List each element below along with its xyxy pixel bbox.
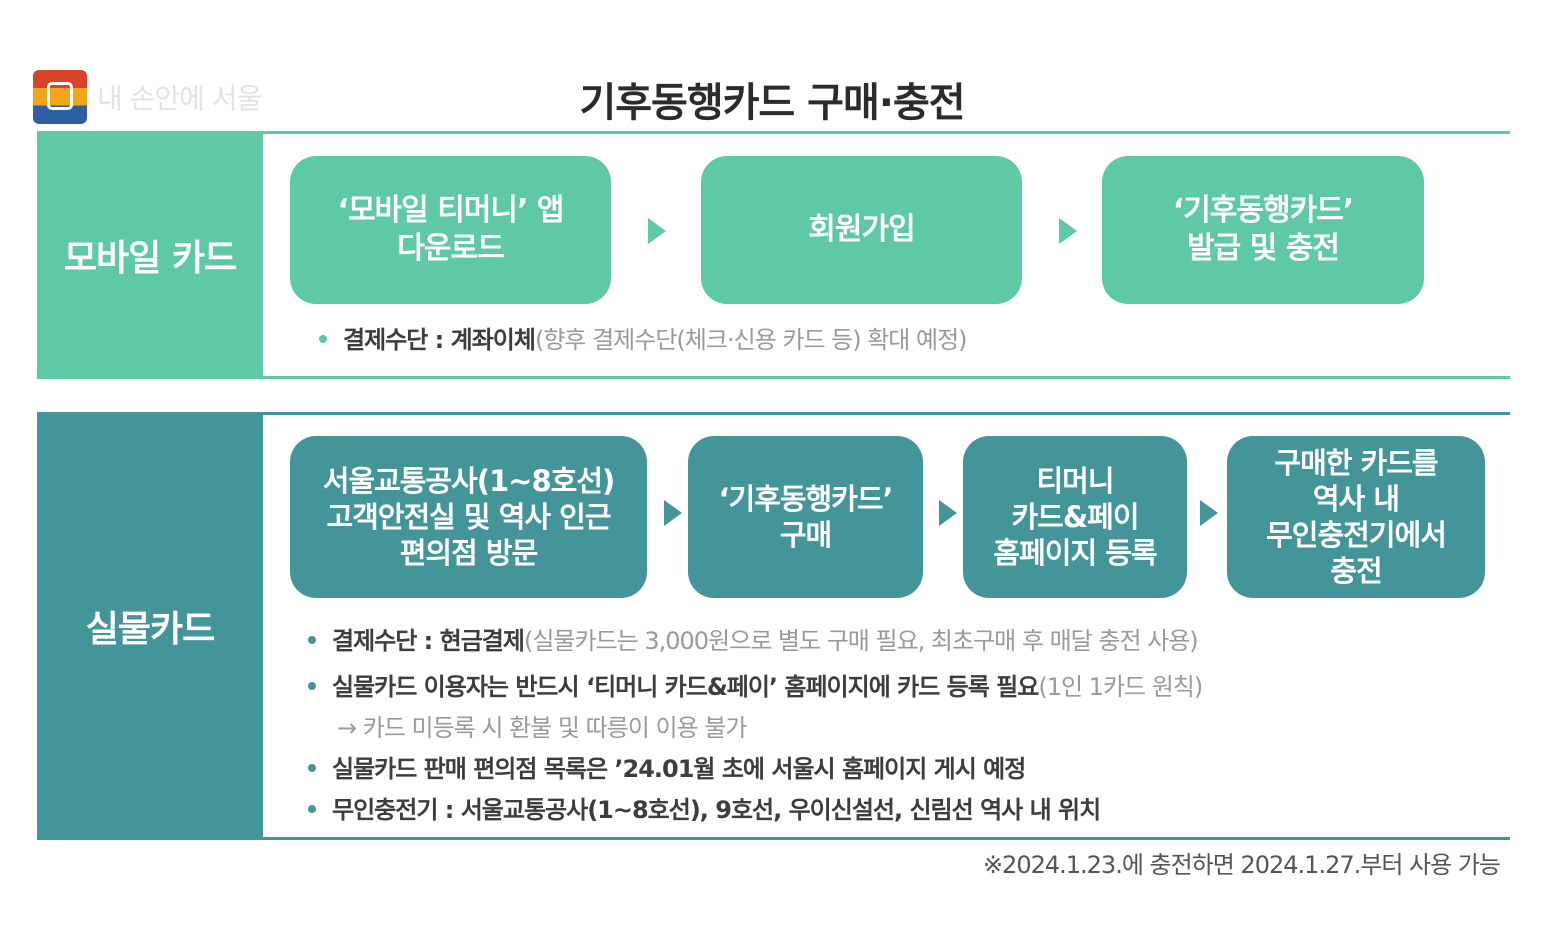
note-bold: 결제수단 : 현금결제 (332, 627, 525, 655)
physical-card-label: 실물카드 (37, 415, 263, 837)
footnote: ※2024.1.23.에 충전하면 2024.1.27.부터 사용 가능 (982, 851, 1501, 879)
payment-note: 결제수단 : 계좌이체(향후 결제수단(체크·신용 카드 등) 확대 예정) (319, 320, 968, 355)
bullet-icon (308, 636, 316, 644)
arrow-right-icon (1059, 218, 1077, 244)
note-bold: 결제수단 : 계좌이체 (343, 326, 536, 354)
physical-card-section: 실물카드 서울교통공사(1~8호선) 고객안전실 및 역사 인근 편의점 방문 … (37, 412, 1510, 840)
bullet-note: 무인충전기 : 서울교통공사(1~8호선), 9호선, 우이신설선, 신림선 역… (308, 790, 1101, 825)
note-bold: 실물카드 이용자는 반드시 ‘티머니 카드&페이’ 홈페이지에 카드 등록 필요 (332, 673, 1039, 701)
step-register-card: 티머니 카드&페이 홈페이지 등록 (963, 436, 1187, 598)
bullet-icon (308, 805, 316, 813)
mobile-card-section: 모바일 카드 ‘모바일 티머니’ 앱 다운로드 회원가입 ‘기후동행카드’ 발급… (37, 131, 1510, 379)
note-bold: 무인충전기 : 서울교통공사(1~8호선), 9호선, 우이신설선, 신림선 역… (332, 796, 1101, 824)
note-light: (1인 1카드 원칙) (1038, 673, 1203, 701)
seoul-logo-icon (33, 70, 87, 124)
sub-note: → 카드 미등록 시 환불 및 따릉이 이용 불가 (337, 714, 747, 742)
logo-text: 내 손안에 서울 (97, 82, 262, 115)
mobile-card-label: 모바일 카드 (37, 134, 263, 376)
bullet-note: 실물카드 판매 편의점 목록은 ’24.01월 초에 서울시 홈페이지 게시 예… (308, 749, 1026, 784)
step-issue-charge: ‘기후동행카드’ 발급 및 충전 (1102, 156, 1424, 304)
bullet-note: 결제수단 : 현금결제(실물카드는 3,000원으로 별도 구매 필요, 최초구… (308, 621, 1199, 656)
bullet-icon (308, 682, 316, 690)
note-light: (실물카드는 3,000원으로 별도 구매 필요, 최초구매 후 매달 충전 사… (523, 627, 1199, 655)
arrow-right-icon (664, 500, 682, 526)
arrow-right-icon (1200, 500, 1218, 526)
step-buy-card: ‘기후동행카드’ 구매 (688, 436, 923, 598)
step-download-app: ‘모바일 티머니’ 앱 다운로드 (290, 156, 611, 304)
arrow-right-icon (939, 500, 957, 526)
bullet-icon (308, 764, 316, 772)
page-title: 기후동행카드 구매·충전 (579, 80, 965, 126)
bullet-icon (319, 335, 327, 343)
logo: 내 손안에 서울 (33, 70, 262, 124)
step-sign-up: 회원가입 (701, 156, 1022, 304)
bullet-note: 실물카드 이용자는 반드시 ‘티머니 카드&페이’ 홈페이지에 카드 등록 필요… (308, 667, 1203, 702)
note-bold: 실물카드 판매 편의점 목록은 ’24.01월 초에 서울시 홈페이지 게시 예… (332, 755, 1026, 783)
arrow-right-icon (648, 218, 666, 244)
step-visit-store: 서울교통공사(1~8호선) 고객안전실 및 역사 인근 편의점 방문 (290, 436, 647, 598)
step-charge-machine: 구매한 카드를 역사 내 무인충전기에서 충전 (1227, 436, 1485, 598)
note-light: (향후 결제수단(체크·신용 카드 등) 확대 예정) (534, 326, 968, 354)
